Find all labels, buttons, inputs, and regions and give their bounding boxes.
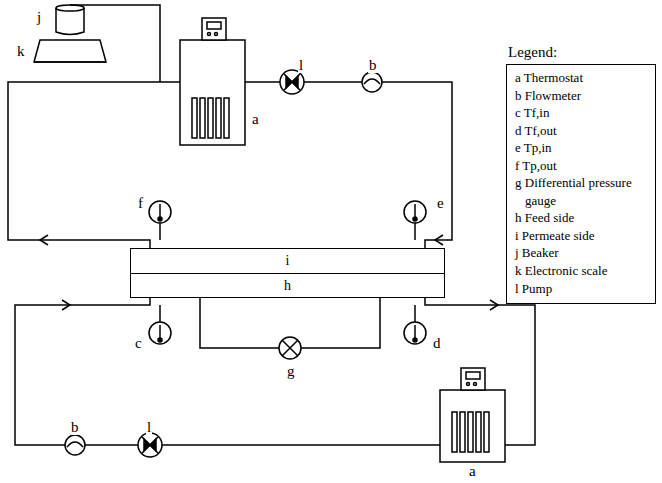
overflow-pipe	[70, 5, 160, 82]
beaker	[56, 8, 84, 35]
callout-letter: a	[251, 112, 260, 127]
flow-arrow	[40, 235, 48, 245]
heater	[192, 98, 229, 138]
legend-entry: b Flowmeter	[511, 87, 651, 105]
callout-letter: k	[16, 44, 26, 59]
gauge-line	[301, 298, 380, 348]
callout-letter: c	[134, 336, 143, 351]
channel-letter: i	[286, 253, 290, 268]
thermometer-stem	[414, 305, 416, 322]
heater-rod	[200, 98, 205, 138]
legend-title: Legend:	[508, 44, 557, 61]
heater-rod	[224, 98, 229, 138]
thermometer-bulb	[158, 338, 162, 342]
callout-letter: d	[432, 336, 442, 351]
legend-entry: k Electronic scale	[511, 262, 651, 280]
gauge-cross	[282, 340, 298, 356]
pump-rotor	[284, 74, 300, 90]
heater-rod	[216, 98, 221, 138]
scale	[34, 40, 106, 62]
scale-base	[34, 61, 106, 63]
legend-entry: f Tp,out	[511, 157, 651, 175]
legend-entry: l Pump	[511, 280, 651, 298]
callout-letter: l	[146, 420, 152, 435]
thermometer-scale	[159, 325, 161, 339]
callout-letter: a	[468, 464, 477, 479]
thermometer	[149, 322, 171, 344]
channel-letter: h	[284, 278, 291, 293]
permeate-supply-pipe	[245, 82, 452, 248]
permeate-channel: i	[130, 248, 445, 274]
flowmeter-dial	[67, 442, 83, 447]
callout-letter: g	[286, 364, 296, 379]
knob	[467, 383, 470, 386]
callout-letter: f	[137, 196, 144, 211]
pump-rotor	[144, 439, 156, 451]
legend-entry: g Differential pressure gauge	[511, 174, 651, 209]
display	[466, 372, 480, 379]
thermometer-bulb	[158, 217, 162, 221]
controller	[461, 368, 485, 390]
heater-rod	[208, 98, 213, 138]
knob	[208, 33, 211, 36]
heater-rod	[476, 412, 481, 452]
thermostat	[440, 390, 505, 462]
legend-entry: h Feed side	[511, 209, 651, 227]
heater-rod	[452, 412, 457, 452]
legend-entry: e Tp,in	[511, 139, 651, 157]
feed-supply-pipe	[15, 298, 440, 445]
feed-channel: h	[130, 273, 445, 298]
pump	[138, 433, 162, 457]
callout-letter: l	[298, 58, 304, 73]
callout-letter: b	[368, 58, 378, 73]
flowmeter	[362, 72, 382, 92]
legend-entry: a Thermostat	[511, 69, 651, 87]
flow-arrow	[435, 235, 443, 245]
flowmeter-dial	[364, 79, 380, 84]
legend-entry: c Tf,in	[511, 104, 651, 122]
heater	[452, 412, 489, 452]
pressure-gauge	[279, 337, 301, 359]
permeate-return-pipe	[8, 82, 180, 248]
thermometer-stem	[159, 223, 161, 240]
knob	[215, 33, 218, 36]
flow-arrow	[490, 300, 498, 310]
thermometer-bulb	[413, 217, 417, 221]
legend-entry: j Beaker	[511, 244, 651, 262]
heater-rod	[468, 412, 473, 452]
display	[207, 22, 221, 29]
thermometer-scale	[159, 204, 161, 218]
callout-letter: j	[36, 10, 42, 25]
thermometer-scale	[414, 204, 416, 218]
thermometer	[404, 201, 426, 223]
thermometer-stem	[414, 223, 416, 240]
legend-entry: d Tf,out	[511, 122, 651, 140]
pump-rotor	[286, 76, 298, 88]
beaker-rim	[56, 5, 84, 11]
flow-arrow	[62, 300, 70, 310]
pump-rotor	[142, 437, 158, 453]
callout-letter: b	[70, 420, 80, 435]
knob	[474, 383, 477, 386]
callout-letter: e	[436, 196, 445, 211]
heater-rod	[460, 412, 465, 452]
legend-entry: i Permeate side	[511, 227, 651, 245]
gauge-line	[200, 298, 279, 348]
flowmeter	[65, 435, 85, 455]
heater-rod	[484, 412, 489, 452]
thermometer-bulb	[413, 338, 417, 342]
thermostat	[180, 40, 245, 145]
thermometer	[149, 201, 171, 223]
thermometer	[404, 322, 426, 344]
heater-rod	[192, 98, 197, 138]
thermometer-scale	[414, 325, 416, 339]
controller	[202, 18, 226, 40]
legend-box: a Thermostatb Flowmeterc Tf,ind Tf,oute …	[506, 64, 656, 304]
thermometer-stem	[159, 305, 161, 322]
pump	[280, 70, 304, 94]
